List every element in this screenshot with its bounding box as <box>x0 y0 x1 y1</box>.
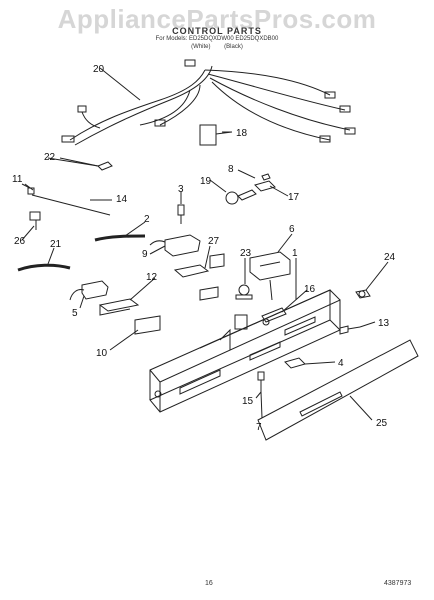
callout-10: 10 <box>96 348 108 359</box>
trim-panel <box>257 339 419 441</box>
terminal-plate <box>199 124 217 146</box>
callout-22: 22 <box>44 152 56 163</box>
callout-2: 2 <box>144 214 150 225</box>
callout-23: 23 <box>240 248 252 259</box>
wire-harness <box>61 59 356 146</box>
callout-8: 8 <box>228 164 234 175</box>
color-variants: (White) (Black) <box>0 44 434 50</box>
callout-3: 3 <box>178 184 184 195</box>
callout-26: 26 <box>14 236 26 247</box>
callout-21: 21 <box>50 239 62 250</box>
callout-24: 24 <box>384 252 396 263</box>
callout-7: 7 <box>256 422 262 433</box>
document-number: 4387973 <box>384 580 412 587</box>
control-housing <box>149 289 341 413</box>
callout-12: 12 <box>146 272 158 283</box>
callout-6: 6 <box>289 224 295 235</box>
callout-4: 4 <box>338 358 344 369</box>
diagram-title: CONTROL PARTS <box>172 26 262 36</box>
callout-25: 25 <box>376 418 388 429</box>
callout-9: 9 <box>142 249 148 260</box>
callout-27: 27 <box>208 236 220 247</box>
callout-18: 18 <box>236 128 248 139</box>
variant-black: (Black) <box>224 44 243 50</box>
page-number: 16 <box>205 580 213 587</box>
watermark: AppliancePartsPros.com <box>57 4 377 34</box>
callout-15: 15 <box>242 396 254 407</box>
model-list: For Models: ED25DQXDW00 ED25DQXDB00 <box>155 36 279 42</box>
callout-5: 5 <box>72 308 78 319</box>
variant-white: (White) <box>191 44 211 50</box>
callout-14: 14 <box>116 194 128 205</box>
wire-clip <box>97 161 113 171</box>
callout-11: 11 <box>12 174 23 185</box>
callout-19: 19 <box>200 176 212 187</box>
callout-1: 1 <box>292 248 298 259</box>
callout-17: 17 <box>288 192 300 203</box>
callout-13: 13 <box>378 318 390 329</box>
callout-20: 20 <box>93 64 105 75</box>
callout-16: 16 <box>304 284 316 295</box>
